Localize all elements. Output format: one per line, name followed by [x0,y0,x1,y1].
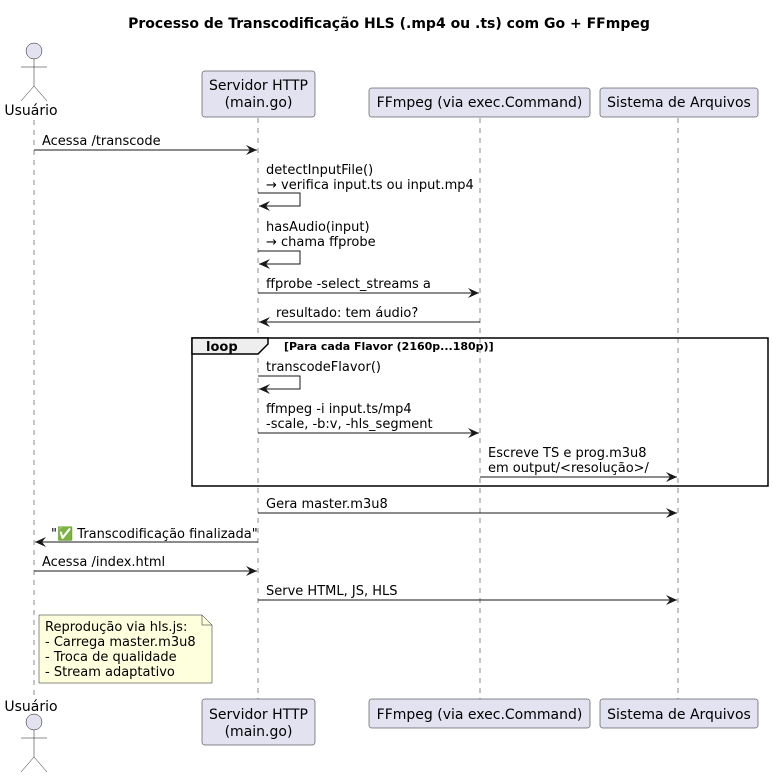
actor-user-label-bottom: Usuário [4,699,57,715]
message-resultado-audio: resultado: tem áudio? [259,306,480,327]
svg-text:ffmpeg -i input.ts/mp4: ffmpeg -i input.ts/mp4 [266,402,412,417]
message-has-audio: hasAudio(input) → chama ffprobe [258,220,376,269]
actor-head-icon [25,713,43,731]
svg-text:transcodeFlavor(): transcodeFlavor() [266,360,381,375]
loop-condition: [Para cada Flavor (2160p...180p)] [284,340,494,353]
actor-head-icon [25,42,43,60]
message-ffprobe: ffprobe -select_streams a [258,277,479,298]
message-detect-input-file: detectInputFile() → verifica input.ts ou… [258,163,474,211]
svg-text:em output/<resolução>/: em output/<resolução>/ [488,461,650,476]
svg-text:"✅ Transcodificação finalizada: "✅ Transcodificação finalizada" [51,526,258,542]
note-line-1: Reprodução via hls.js: [45,620,187,635]
svg-text:FFmpeg (via exec.Command): FFmpeg (via exec.Command) [377,707,583,723]
svg-text:Escreve TS e prog.m3u8: Escreve TS e prog.m3u8 [488,446,647,461]
lifelines [33,118,679,699]
message-acessa-transcode: Acessa /transcode [34,134,257,155]
svg-text:→ verifica input.ts ou input.m: → verifica input.ts ou input.mp4 [266,178,474,193]
message-acessa-index: Acessa /index.html [34,555,257,576]
actor-user-top: Usuário [4,42,58,119]
note-reproducao: Reprodução via hls.js: - Carrega master.… [38,614,213,684]
participant-fs-bottom: Sistema de Arquivos [599,698,759,729]
svg-text:→ chama ffprobe: → chama ffprobe [266,235,376,250]
svg-text:resultado: tem áudio?: resultado: tem áudio? [276,306,418,321]
actor-user-label: Usuário [4,103,57,119]
svg-text:ffprobe -select_streams a: ffprobe -select_streams a [266,277,431,292]
svg-text:(main.go): (main.go) [225,724,293,740]
loop-keyword: loop [206,340,238,355]
svg-text:detectInputFile(): detectInputFile() [266,163,373,178]
participant-server-bottom: Servidor HTTP (main.go) [201,698,316,746]
message-escreve-ts: Escreve TS e prog.m3u8 em output/<resolu… [480,446,677,482]
message-transcode-flavor: transcodeFlavor() [258,360,381,394]
svg-text:Acessa /index.html: Acessa /index.html [42,555,165,570]
participant-server-line2: (main.go) [225,95,293,111]
message-gera-master: Gera master.m3u8 [258,497,677,518]
note-line-3: - Troca de qualidade [45,650,177,665]
loop-frame: loop [Para cada Flavor (2160p...180p)] [191,337,769,487]
message-serve-html: Serve HTML, JS, HLS [258,584,677,605]
svg-text:Acessa /transcode: Acessa /transcode [42,134,161,149]
actor-user-bottom: Usuário [4,699,58,773]
svg-text:Sistema de Arquivos: Sistema de Arquivos [607,707,751,723]
svg-text:-scale, -b:v, -hls_segment: -scale, -b:v, -hls_segment [266,417,433,432]
svg-text:Serve HTML, JS, HLS: Serve HTML, JS, HLS [266,584,397,599]
message-transcodificacao-finalizada: "✅ Transcodificação finalizada" [35,526,258,547]
participant-server-line1: Servidor HTTP [209,78,308,94]
message-ffmpeg-run: ffmpeg -i input.ts/mp4 -scale, -b:v, -hl… [258,402,479,438]
note-line-2: - Carrega master.m3u8 [45,635,196,650]
participant-fs-top: Sistema de Arquivos [599,87,759,118]
participant-server-top: Servidor HTTP (main.go) [201,70,316,118]
diagram-title: Processo de Transcodificação HLS (.mp4 o… [128,16,650,32]
participant-fs-label: Sistema de Arquivos [607,95,751,111]
svg-text:Gera master.m3u8: Gera master.m3u8 [266,497,388,512]
participant-ffmpeg-label: FFmpeg (via exec.Command) [377,95,583,111]
svg-text:Servidor HTTP: Servidor HTTP [209,707,308,723]
participant-ffmpeg-top: FFmpeg (via exec.Command) [368,87,591,118]
svg-text:hasAudio(input): hasAudio(input) [266,220,370,235]
note-line-4: - Stream adaptativo [45,665,175,680]
participant-ffmpeg-bottom: FFmpeg (via exec.Command) [368,698,591,729]
